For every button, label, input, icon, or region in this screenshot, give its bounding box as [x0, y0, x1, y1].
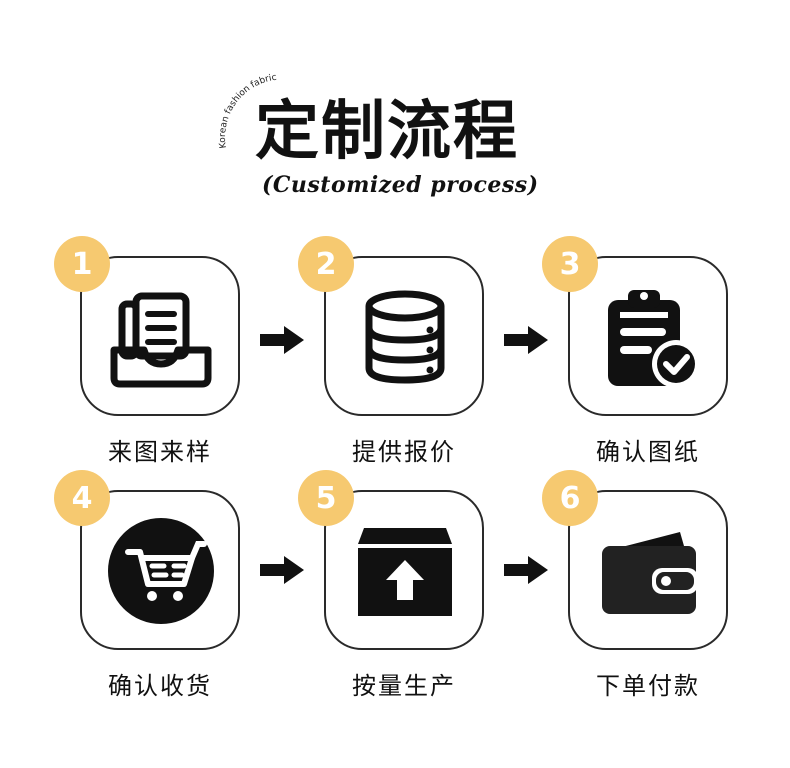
curved-tagline: Korean fashion fabric [218, 73, 277, 149]
step-3: 3 确认图纸 [542, 236, 728, 486]
step-2: 2 提供报价 [298, 236, 484, 486]
step-label: 确认收货 [108, 672, 212, 700]
step-card [568, 490, 728, 650]
step-card [324, 490, 484, 650]
clipboard-check-icon [608, 290, 700, 388]
step-1: 1 来图来样 [54, 236, 240, 486]
step-card [80, 490, 240, 650]
step-number-badge: 2 [298, 236, 354, 292]
step-number-badge: 4 [54, 470, 110, 526]
step-label: 来图来样 [108, 438, 212, 466]
step-label: 下单付款 [596, 672, 700, 700]
page-subtitle: (Customized process) [262, 172, 539, 198]
wallet-icon [602, 532, 698, 614]
arrow-right-icon [504, 326, 548, 354]
step-label: 确认图纸 [596, 438, 700, 466]
step-number-badge: 1 [54, 236, 110, 292]
step-6: 6 下单付款 [542, 470, 728, 720]
arrow-right-icon [504, 556, 548, 584]
step-label: 按量生产 [352, 672, 456, 700]
database-icon [365, 290, 445, 384]
step-label: 提供报价 [352, 438, 456, 466]
document-tray-icon [110, 292, 212, 388]
shopping-cart-icon [108, 518, 214, 624]
step-card [324, 256, 484, 416]
step-5: 5 按量生产 [298, 470, 484, 720]
arrow-right-icon [260, 326, 304, 354]
step-number-badge: 5 [298, 470, 354, 526]
step-card [568, 256, 728, 416]
step-card [80, 256, 240, 416]
arrow-right-icon [260, 556, 304, 584]
page-title: 定制流程 [255, 94, 519, 169]
step-4: 4 确认收货 [54, 470, 240, 720]
box-upload-icon [358, 528, 452, 616]
step-number-badge: 6 [542, 470, 598, 526]
step-number-badge: 3 [542, 236, 598, 292]
